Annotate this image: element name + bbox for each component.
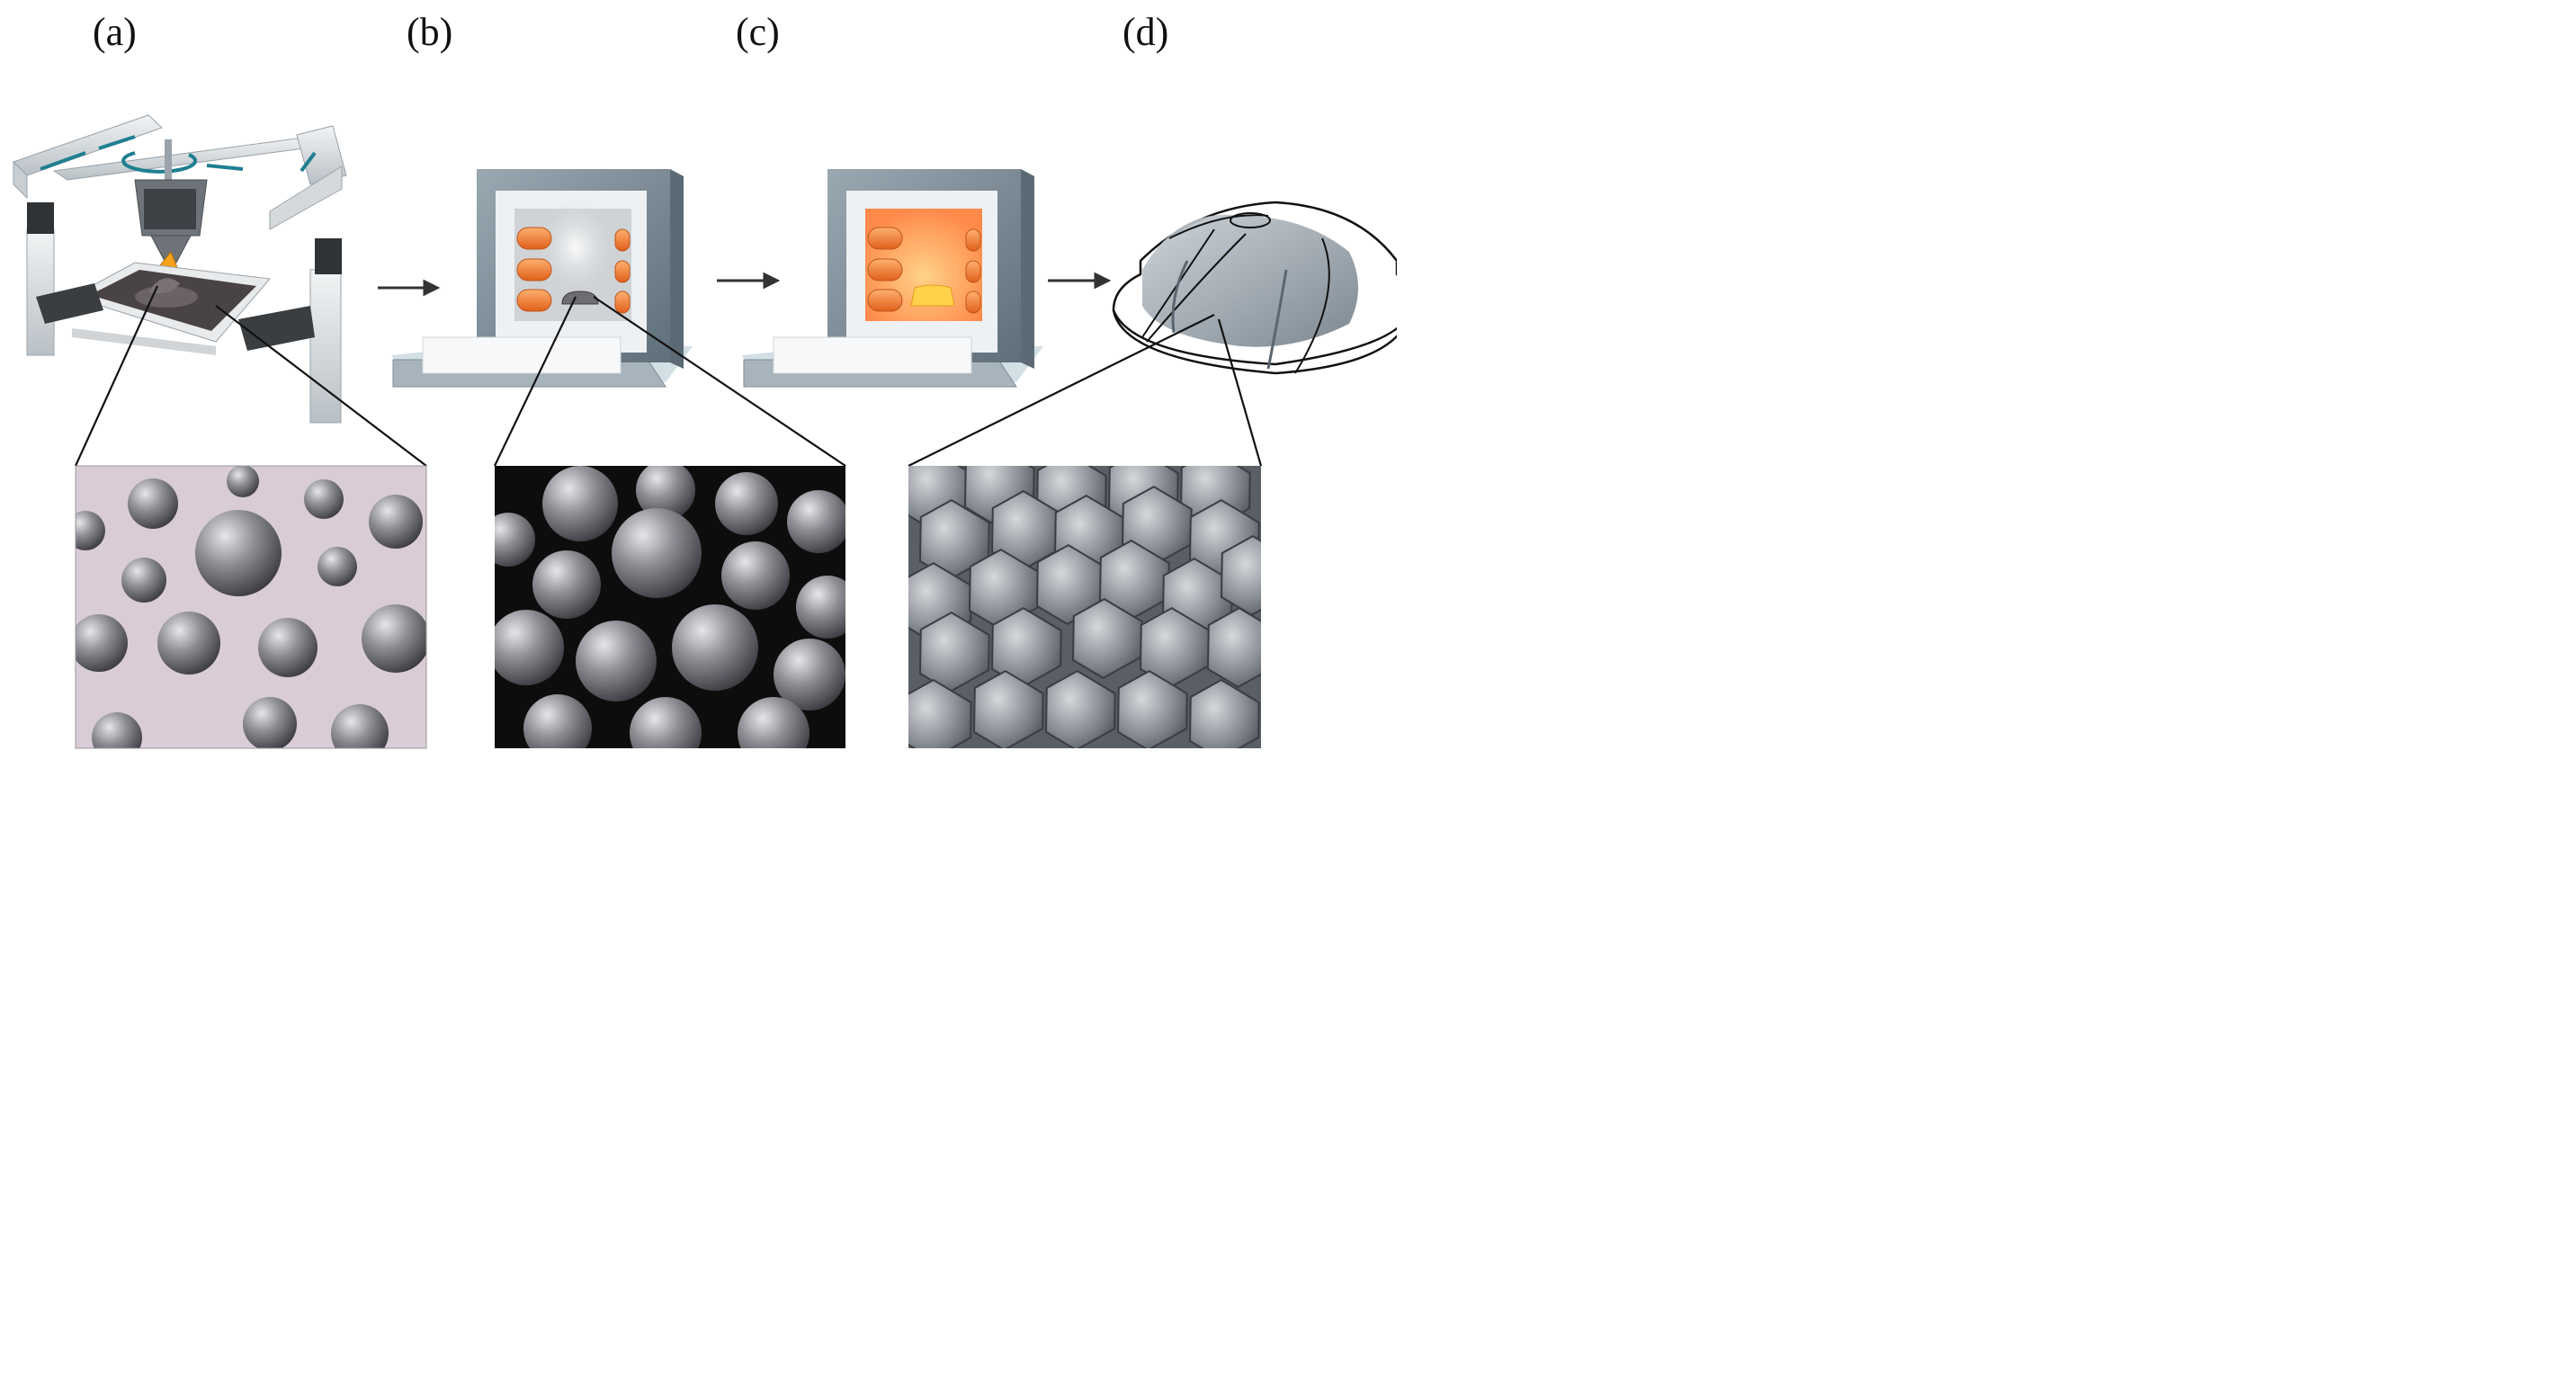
panel-label-c: (c) xyxy=(736,10,780,54)
powder-particle xyxy=(787,490,845,553)
powder-particle xyxy=(76,511,105,550)
panel-label-b: (b) xyxy=(407,10,453,54)
process-diagram xyxy=(13,114,1397,749)
debinding-furnace xyxy=(391,169,693,388)
powder-particle xyxy=(495,513,535,567)
flow-arrows xyxy=(378,272,1112,297)
powder-particle xyxy=(774,639,845,710)
powder-particle xyxy=(92,712,142,748)
powder-particle xyxy=(331,704,389,748)
sintered-grain xyxy=(1044,669,1116,748)
sintered-grain xyxy=(1206,606,1261,689)
powder-particle xyxy=(630,697,702,748)
powder-particle xyxy=(227,466,259,497)
powder-particle xyxy=(612,508,702,598)
powder-particle xyxy=(542,466,618,541)
powder-particle xyxy=(636,466,695,520)
powder-particle xyxy=(195,510,282,596)
sintering-furnace xyxy=(742,169,1043,388)
powder-particle xyxy=(362,604,426,673)
powder-particle xyxy=(576,621,657,701)
sintered-grain xyxy=(1071,597,1143,680)
sintered-grain xyxy=(1220,534,1261,617)
powder-particle xyxy=(523,694,592,748)
sintered-grain xyxy=(1188,678,1260,748)
zoom-green-part xyxy=(76,466,426,748)
powder-particle xyxy=(721,541,790,610)
panel-label-a: (a) xyxy=(93,10,137,54)
powder-particle xyxy=(796,576,845,639)
powder-particle xyxy=(121,558,166,603)
powder-particle xyxy=(369,495,423,549)
sintered-grain xyxy=(972,669,1044,748)
powder-particle xyxy=(304,479,344,519)
zoom-lines xyxy=(74,285,1263,467)
powder-particle xyxy=(258,618,318,677)
powder-particle xyxy=(243,697,297,748)
powder-particle xyxy=(318,547,357,586)
powder-particle xyxy=(157,612,220,675)
powder-particle xyxy=(495,610,564,685)
powder-particle xyxy=(672,604,758,691)
powder-particle xyxy=(128,478,178,529)
powder-particle xyxy=(532,550,601,619)
printer-illustration xyxy=(13,114,347,424)
zoom-brown-part xyxy=(495,466,845,748)
panel-label-d: (d) xyxy=(1123,10,1169,54)
powder-particle xyxy=(715,472,778,535)
powder-particle xyxy=(738,697,809,748)
sintered-part-illustration xyxy=(1112,201,1397,375)
figure-stage: (a) (b) (c) (d) xyxy=(0,0,1397,755)
sintered-grain xyxy=(1116,669,1188,748)
powder-particle xyxy=(76,614,128,672)
sintered-grain xyxy=(908,678,972,748)
zoom-sintered-part xyxy=(908,466,1261,748)
